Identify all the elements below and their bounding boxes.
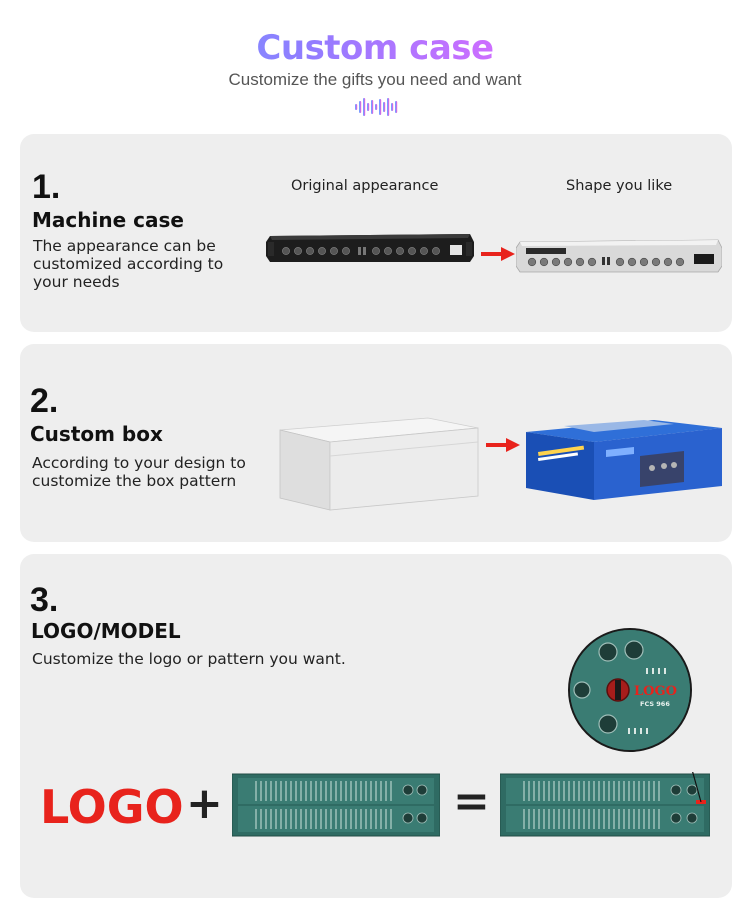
step-number: 1. [32,168,61,206]
caption-custom: Shape you like [566,178,673,194]
logo-word: LOGO [40,780,184,834]
caption-original: Original appearance [291,178,439,194]
zoom-model-text: FCS 966 [640,700,670,708]
section-heading: LOGO/MODEL [31,619,181,643]
section-description: Customize the logo or pattern you want. [32,650,346,668]
custom-box-card: 2. Custom box According to your design t… [20,344,732,542]
original-machine-image [266,234,474,262]
page-subtitle: Customize the gifts you need and want [228,70,522,89]
section-description: The appearance can be customized accordi… [33,237,224,291]
sound-wave-icon [355,98,398,116]
zoom-logo-text: LOGO [634,684,677,699]
equalizer-with-logo-image [500,772,710,837]
plain-box-image [279,417,479,511]
custom-box-image [526,420,722,500]
section-heading: Custom box [30,422,163,446]
step-number: 2. [30,382,59,420]
custom-machine-image [516,239,722,273]
plus-sign: + [186,778,223,829]
logo-zoom-detail: LOGO FCS 966 [568,628,692,752]
step-number: 3. [30,581,59,619]
section-heading: Machine case [32,208,184,232]
equalizer-image [232,773,440,837]
section-description: According to your design to customize th… [32,454,246,490]
arrow-right-icon [486,438,520,452]
page-title: Custom case [0,28,750,68]
arrow-right-icon [481,247,515,261]
logo-model-card: 3. LOGO/MODEL Customize the logo or patt… [20,554,732,898]
equals-sign: = [453,776,490,827]
machine-case-card: 1. Machine case The appearance can be cu… [20,134,732,332]
